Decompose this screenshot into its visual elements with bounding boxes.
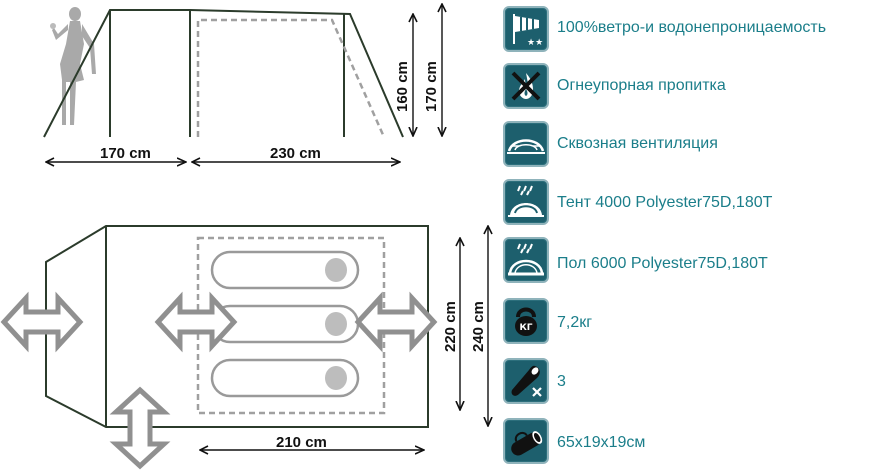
side-dimension-arrows xyxy=(46,4,442,162)
sleeping-bag-head xyxy=(325,258,347,282)
dim-back-label: 230 cm xyxy=(270,145,321,162)
person-silhouette-icon xyxy=(50,7,96,125)
feature-text-packed-size: 65х19х19см xyxy=(557,434,646,451)
length-label: 210 cm xyxy=(276,434,327,451)
kettlebell-icon: КГ xyxy=(503,298,549,344)
feature-text-fly: Тент 4000 Polyester75D,180T xyxy=(557,194,773,211)
svg-text:★★: ★★ xyxy=(527,38,543,48)
sleeping-bag-head xyxy=(325,366,347,390)
sleeping-bag xyxy=(210,250,360,290)
dim-front-label: 170 cm xyxy=(100,145,151,162)
feature-text-capacity: 3 xyxy=(557,373,566,390)
tent-side-view xyxy=(43,9,404,138)
height-inner-label: 160 cm xyxy=(394,61,411,112)
height-outer-label: 170 cm xyxy=(423,61,440,112)
sleeping-bag-icon xyxy=(503,358,549,404)
feature-text-weight: 7,2кг xyxy=(557,314,593,331)
feature-text-ventilation: Сквозная вентиляция xyxy=(557,135,718,152)
inner-tent-outline xyxy=(196,18,386,138)
sleeping-bag xyxy=(210,358,360,398)
svg-text:КГ: КГ xyxy=(519,323,532,333)
width-inner-label: 220 cm xyxy=(442,301,459,352)
ventilation-dome-icon xyxy=(503,121,549,167)
feature-text-floor: Пол 6000 Polyester75D,180T xyxy=(557,255,768,272)
floor-dimension-arrows xyxy=(200,226,488,450)
sleeping-bag xyxy=(210,304,360,344)
inner-door-arrow-icon xyxy=(154,291,238,353)
feature-text-windproof: 100%ветро-и водонепроницаемость xyxy=(557,19,827,36)
fire-crossed-icon xyxy=(503,63,549,109)
width-outer-label: 240 cm xyxy=(470,301,487,352)
tent-floor-plan xyxy=(45,225,429,428)
sleeping-bags xyxy=(210,250,360,398)
rear-door-arrow-icon xyxy=(354,291,438,353)
side-door-arrow-icon xyxy=(109,386,171,470)
carry-bag-icon xyxy=(503,418,549,464)
windsock-icon: ★★ xyxy=(503,6,549,52)
sleeping-bag-head xyxy=(325,312,347,336)
rain-dome-icon xyxy=(503,237,549,283)
door-arrows xyxy=(0,291,438,470)
rain-dome-icon xyxy=(503,179,549,225)
feature-text-fireproof: Огнеупорная пропитка xyxy=(557,77,726,94)
front-door-arrow-icon xyxy=(0,291,84,353)
